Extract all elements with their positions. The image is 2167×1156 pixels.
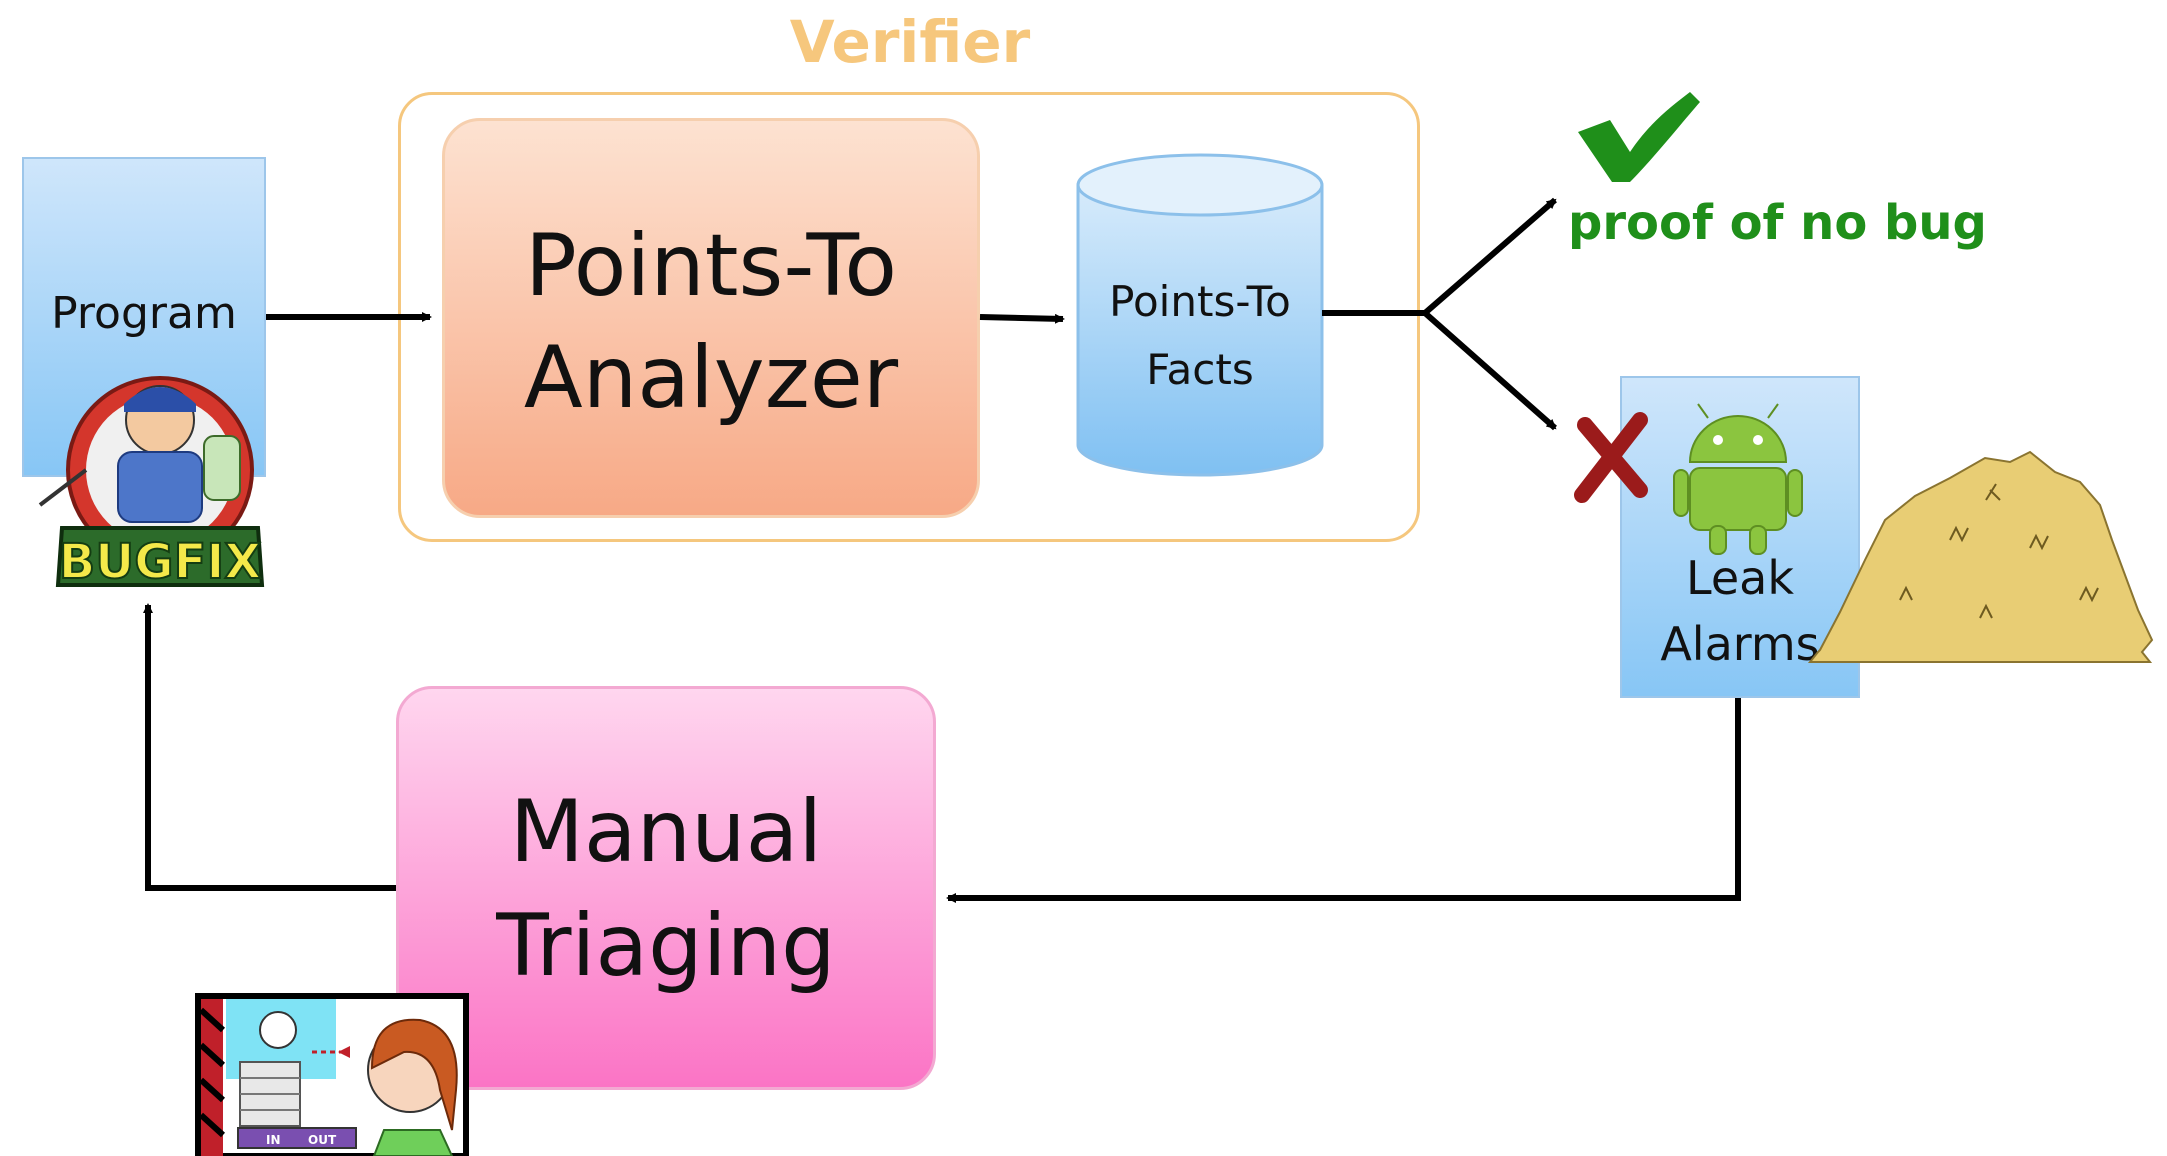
leak-line2: Alarms [1660,617,1820,671]
manual-triaging-box [396,686,936,1090]
database-cylinder-icon [1076,153,1324,477]
program-label: Program [51,288,237,339]
arrow-triage-to-program [143,603,396,891]
verifier-title: Verifier [789,8,1031,76]
android-icon [1673,403,1803,555]
points-to-facts-label: Points-To Facts [1075,268,1325,404]
analyzer-label-word: Analyzer [523,328,899,428]
triage-line1: Manual [509,782,823,882]
leak-line1: Leak [1686,551,1794,605]
flow-arrows [143,197,1741,903]
office-out-label: OUT [308,1133,337,1147]
analyzer-label-word: Points-To [524,216,897,316]
arrow-facts-to-proof [1322,197,1557,316]
check-icon [1578,92,1700,182]
cross-icon [1574,412,1648,503]
bugfix-mascot-text: BUGFIX [59,534,262,590]
leak-alarms-label: Leak Alarms [1620,545,1860,677]
arrow-facts-to-alarms [1423,310,1557,431]
facts-line2: Facts [1146,345,1254,394]
proof-of-no-bug-label: proof of no bug [1568,195,1987,251]
facts-line1: Points-To [1109,277,1291,326]
arrow-alarms-to-triage [946,698,1741,903]
triage-line2: Triaging [496,896,836,996]
office-worker-icon: IN OUT [195,993,469,1156]
arrow-analyzer-to-facts [979,313,1065,324]
office-in-label: IN [266,1133,281,1147]
points-to-analyzer-box [442,118,980,518]
bugfix-mascot-icon: BUGFIX [38,376,265,591]
haystack-icon [1807,450,2154,663]
manual-triaging-label: Manual Triaging [396,775,936,1003]
